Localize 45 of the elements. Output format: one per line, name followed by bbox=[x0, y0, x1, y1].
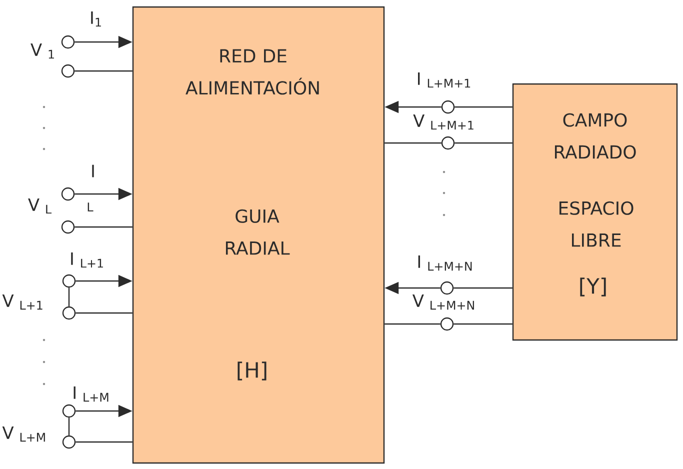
voltage-label: V $_{L+M}$ bbox=[2, 426, 45, 442]
voltage-label: V $_{L}$ bbox=[28, 198, 52, 214]
connecting-line bbox=[454, 323, 512, 325]
current-label: I bbox=[92, 164, 94, 178]
terminal-circle bbox=[62, 435, 76, 449]
connecting-line bbox=[68, 418, 70, 436]
matrix-symbol: [Y] bbox=[580, 278, 606, 296]
connecting-line bbox=[74, 226, 132, 228]
voltage-label: V $_{1}$ bbox=[30, 43, 54, 59]
current-label: I$_{1}$ bbox=[91, 11, 101, 27]
current-label: I $_{L+M+1}$ bbox=[418, 72, 470, 88]
connecting-line bbox=[68, 288, 70, 306]
connecting-line bbox=[454, 106, 512, 108]
connecting-line bbox=[74, 70, 132, 72]
current-label: L bbox=[88, 202, 94, 212]
current-label: I $_{L+M+N}$ bbox=[418, 255, 472, 271]
block-label: GUIA RADIAL bbox=[226, 209, 290, 255]
network-block bbox=[132, 6, 385, 464]
terminal-circle bbox=[441, 100, 455, 114]
terminal-circle bbox=[441, 136, 455, 150]
connecting-line bbox=[454, 142, 512, 144]
block-title: RED DE ALIMENTACIÓN bbox=[186, 49, 319, 95]
connecting-line bbox=[454, 287, 512, 289]
terminal-circle bbox=[440, 317, 454, 331]
matrix-symbol: [H] bbox=[238, 362, 266, 380]
current-label: I $_{L+1}$ bbox=[71, 252, 103, 268]
block-title: CAMPO RADIADO bbox=[554, 113, 636, 159]
connecting-line bbox=[384, 142, 442, 144]
terminal-circle bbox=[62, 404, 76, 418]
voltage-label: V $_{L+M+1}$ bbox=[413, 114, 474, 130]
terminal-circle bbox=[62, 274, 76, 288]
voltage-label: V $_{L+1}$ bbox=[2, 294, 42, 310]
terminal-circle bbox=[61, 35, 75, 49]
connecting-line bbox=[76, 441, 132, 443]
current-label: I $_{L+M}$ bbox=[74, 386, 108, 402]
terminal-circle bbox=[61, 64, 75, 78]
terminal-circle bbox=[61, 187, 75, 201]
field-block bbox=[512, 83, 678, 341]
voltage-label: V $_{L+M+N}$ bbox=[412, 294, 474, 310]
connecting-line bbox=[76, 312, 132, 314]
connecting-line bbox=[384, 323, 440, 325]
terminal-circle bbox=[62, 306, 76, 320]
terminal-circle bbox=[61, 220, 75, 234]
terminal-circle bbox=[440, 281, 454, 295]
block-label: ESPACIO LIBRE bbox=[560, 201, 634, 247]
